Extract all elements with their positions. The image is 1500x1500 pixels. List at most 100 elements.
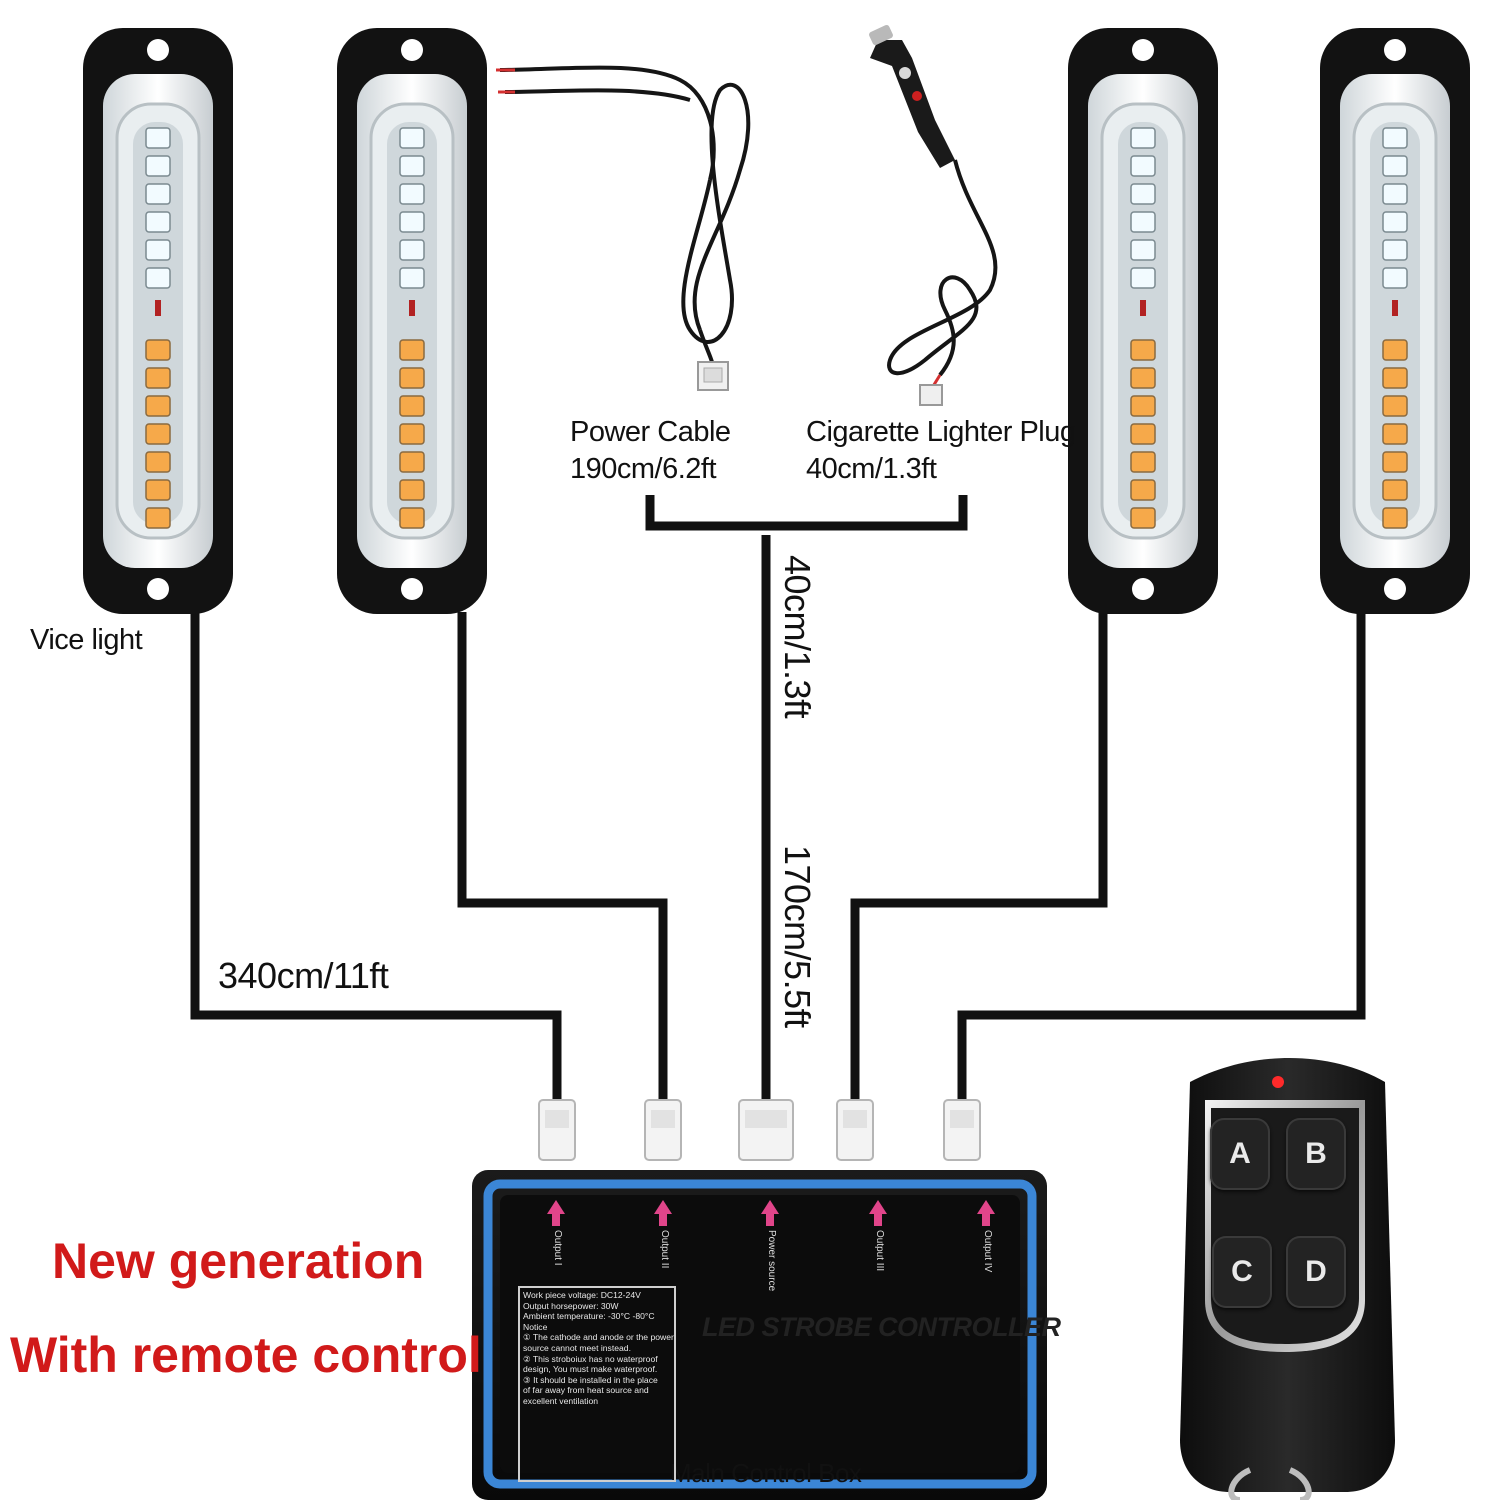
connector-4 xyxy=(836,1099,874,1161)
white-led xyxy=(1130,183,1156,205)
amber-led xyxy=(1382,367,1408,389)
amber-led xyxy=(145,395,171,417)
connector-5 xyxy=(943,1099,981,1161)
amber-led xyxy=(399,451,425,473)
amber-led xyxy=(1130,423,1156,445)
white-led xyxy=(399,183,425,205)
white-led xyxy=(1382,267,1408,289)
amber-led xyxy=(1130,367,1156,389)
port-label: Output I xyxy=(552,1230,563,1266)
vertical-short-length: 40cm/1.3ft xyxy=(777,555,818,719)
notice-line: Work piece voltage: DC12-24V xyxy=(523,1290,641,1300)
white-led xyxy=(1130,155,1156,177)
amber-led xyxy=(145,451,171,473)
main-box-label: Maln Control Box xyxy=(670,1458,862,1488)
notice-line: excellent ventilation xyxy=(523,1395,599,1406)
white-led xyxy=(1130,267,1156,289)
connector-2 xyxy=(644,1099,682,1161)
port-arrow xyxy=(977,1200,995,1226)
port-arrow xyxy=(654,1200,672,1226)
remote-button-c[interactable]: C xyxy=(1212,1236,1272,1308)
amber-led xyxy=(145,367,171,389)
white-led xyxy=(399,127,425,149)
white-led xyxy=(145,183,171,205)
power-cable xyxy=(496,65,751,391)
remote-button-a[interactable]: A xyxy=(1210,1118,1270,1190)
power-cable-length: 190cm/6.2ft xyxy=(570,453,717,485)
amber-led xyxy=(1130,451,1156,473)
amber-led xyxy=(399,479,425,501)
light-4-cable xyxy=(957,612,1366,1110)
white-led xyxy=(145,155,171,177)
power-cable-title: Power Cable xyxy=(570,416,731,448)
amber-led xyxy=(1130,339,1156,361)
notice-line: Output horsepower: 30W xyxy=(523,1300,619,1311)
white-led xyxy=(145,211,171,233)
notice-line: ② This stroboiux has no waterproof xyxy=(523,1353,658,1364)
port-label: Output II xyxy=(659,1230,670,1269)
port-arrow xyxy=(761,1200,779,1226)
power-split-bracket xyxy=(645,495,968,531)
amber-led xyxy=(145,507,171,529)
white-led xyxy=(1382,155,1408,177)
white-led xyxy=(1130,211,1156,233)
notice-line: ① The cathode and anode or the power xyxy=(523,1332,674,1343)
white-led xyxy=(145,239,171,261)
white-led xyxy=(1382,183,1408,205)
remote-button-b[interactable]: B xyxy=(1286,1118,1346,1190)
notice-line: ③ It should be installed in the place xyxy=(523,1374,658,1385)
white-led xyxy=(399,211,425,233)
notice-line: Ambient temperature: -30°C -80°C xyxy=(523,1311,655,1322)
lighter-plug-length: 40cm/1.3ft xyxy=(806,453,937,485)
cable-wires xyxy=(190,495,1366,1125)
remote-button-d[interactable]: D xyxy=(1286,1236,1346,1308)
amber-led xyxy=(1130,507,1156,529)
control-box xyxy=(472,1170,1047,1500)
light-cable-length: 340cm/11ft xyxy=(218,955,389,996)
light-1-cable xyxy=(190,612,562,1110)
amber-led xyxy=(399,423,425,445)
white-led xyxy=(1130,239,1156,261)
notice-line: design, You must make waterproof. xyxy=(523,1364,658,1375)
cigarette-lighter-plug xyxy=(869,24,998,406)
white-led xyxy=(145,127,171,149)
amber-led xyxy=(1382,479,1408,501)
amber-led xyxy=(1382,339,1408,361)
white-led xyxy=(399,239,425,261)
white-led xyxy=(1382,239,1408,261)
white-led xyxy=(145,267,171,289)
amber-led xyxy=(145,423,171,445)
strobe-light-3 xyxy=(1068,28,1218,614)
light-2-cable xyxy=(457,612,668,1110)
white-led xyxy=(1382,211,1408,233)
amber-led xyxy=(145,479,171,501)
strobe-lights xyxy=(83,28,1470,614)
amber-led xyxy=(399,507,425,529)
port-label: Power source xyxy=(766,1230,777,1292)
port-arrow xyxy=(547,1200,565,1226)
strobe-light-4 xyxy=(1320,28,1470,614)
amber-led xyxy=(1382,423,1408,445)
amber-led xyxy=(399,339,425,361)
light-3-cable xyxy=(850,612,1108,1110)
amber-led xyxy=(1130,479,1156,501)
vice-light-label: Vice light xyxy=(30,624,143,656)
connector-1 xyxy=(538,1099,576,1161)
controller-connectors xyxy=(538,1099,981,1161)
amber-led xyxy=(399,395,425,417)
strobe-light-2 xyxy=(337,28,487,614)
amber-led xyxy=(1382,395,1408,417)
connector-3 xyxy=(738,1099,794,1161)
white-led xyxy=(399,267,425,289)
port-label: Output IV xyxy=(982,1230,993,1273)
promo-line-1: New generation xyxy=(52,1233,425,1289)
white-led xyxy=(1130,127,1156,149)
amber-led xyxy=(145,339,171,361)
white-led xyxy=(399,155,425,177)
strobe-light-1 xyxy=(83,28,233,614)
lighter-plug-title: Cigarette Lighter Plug xyxy=(806,416,1076,448)
port-label: Output III xyxy=(874,1230,885,1272)
amber-led xyxy=(399,367,425,389)
